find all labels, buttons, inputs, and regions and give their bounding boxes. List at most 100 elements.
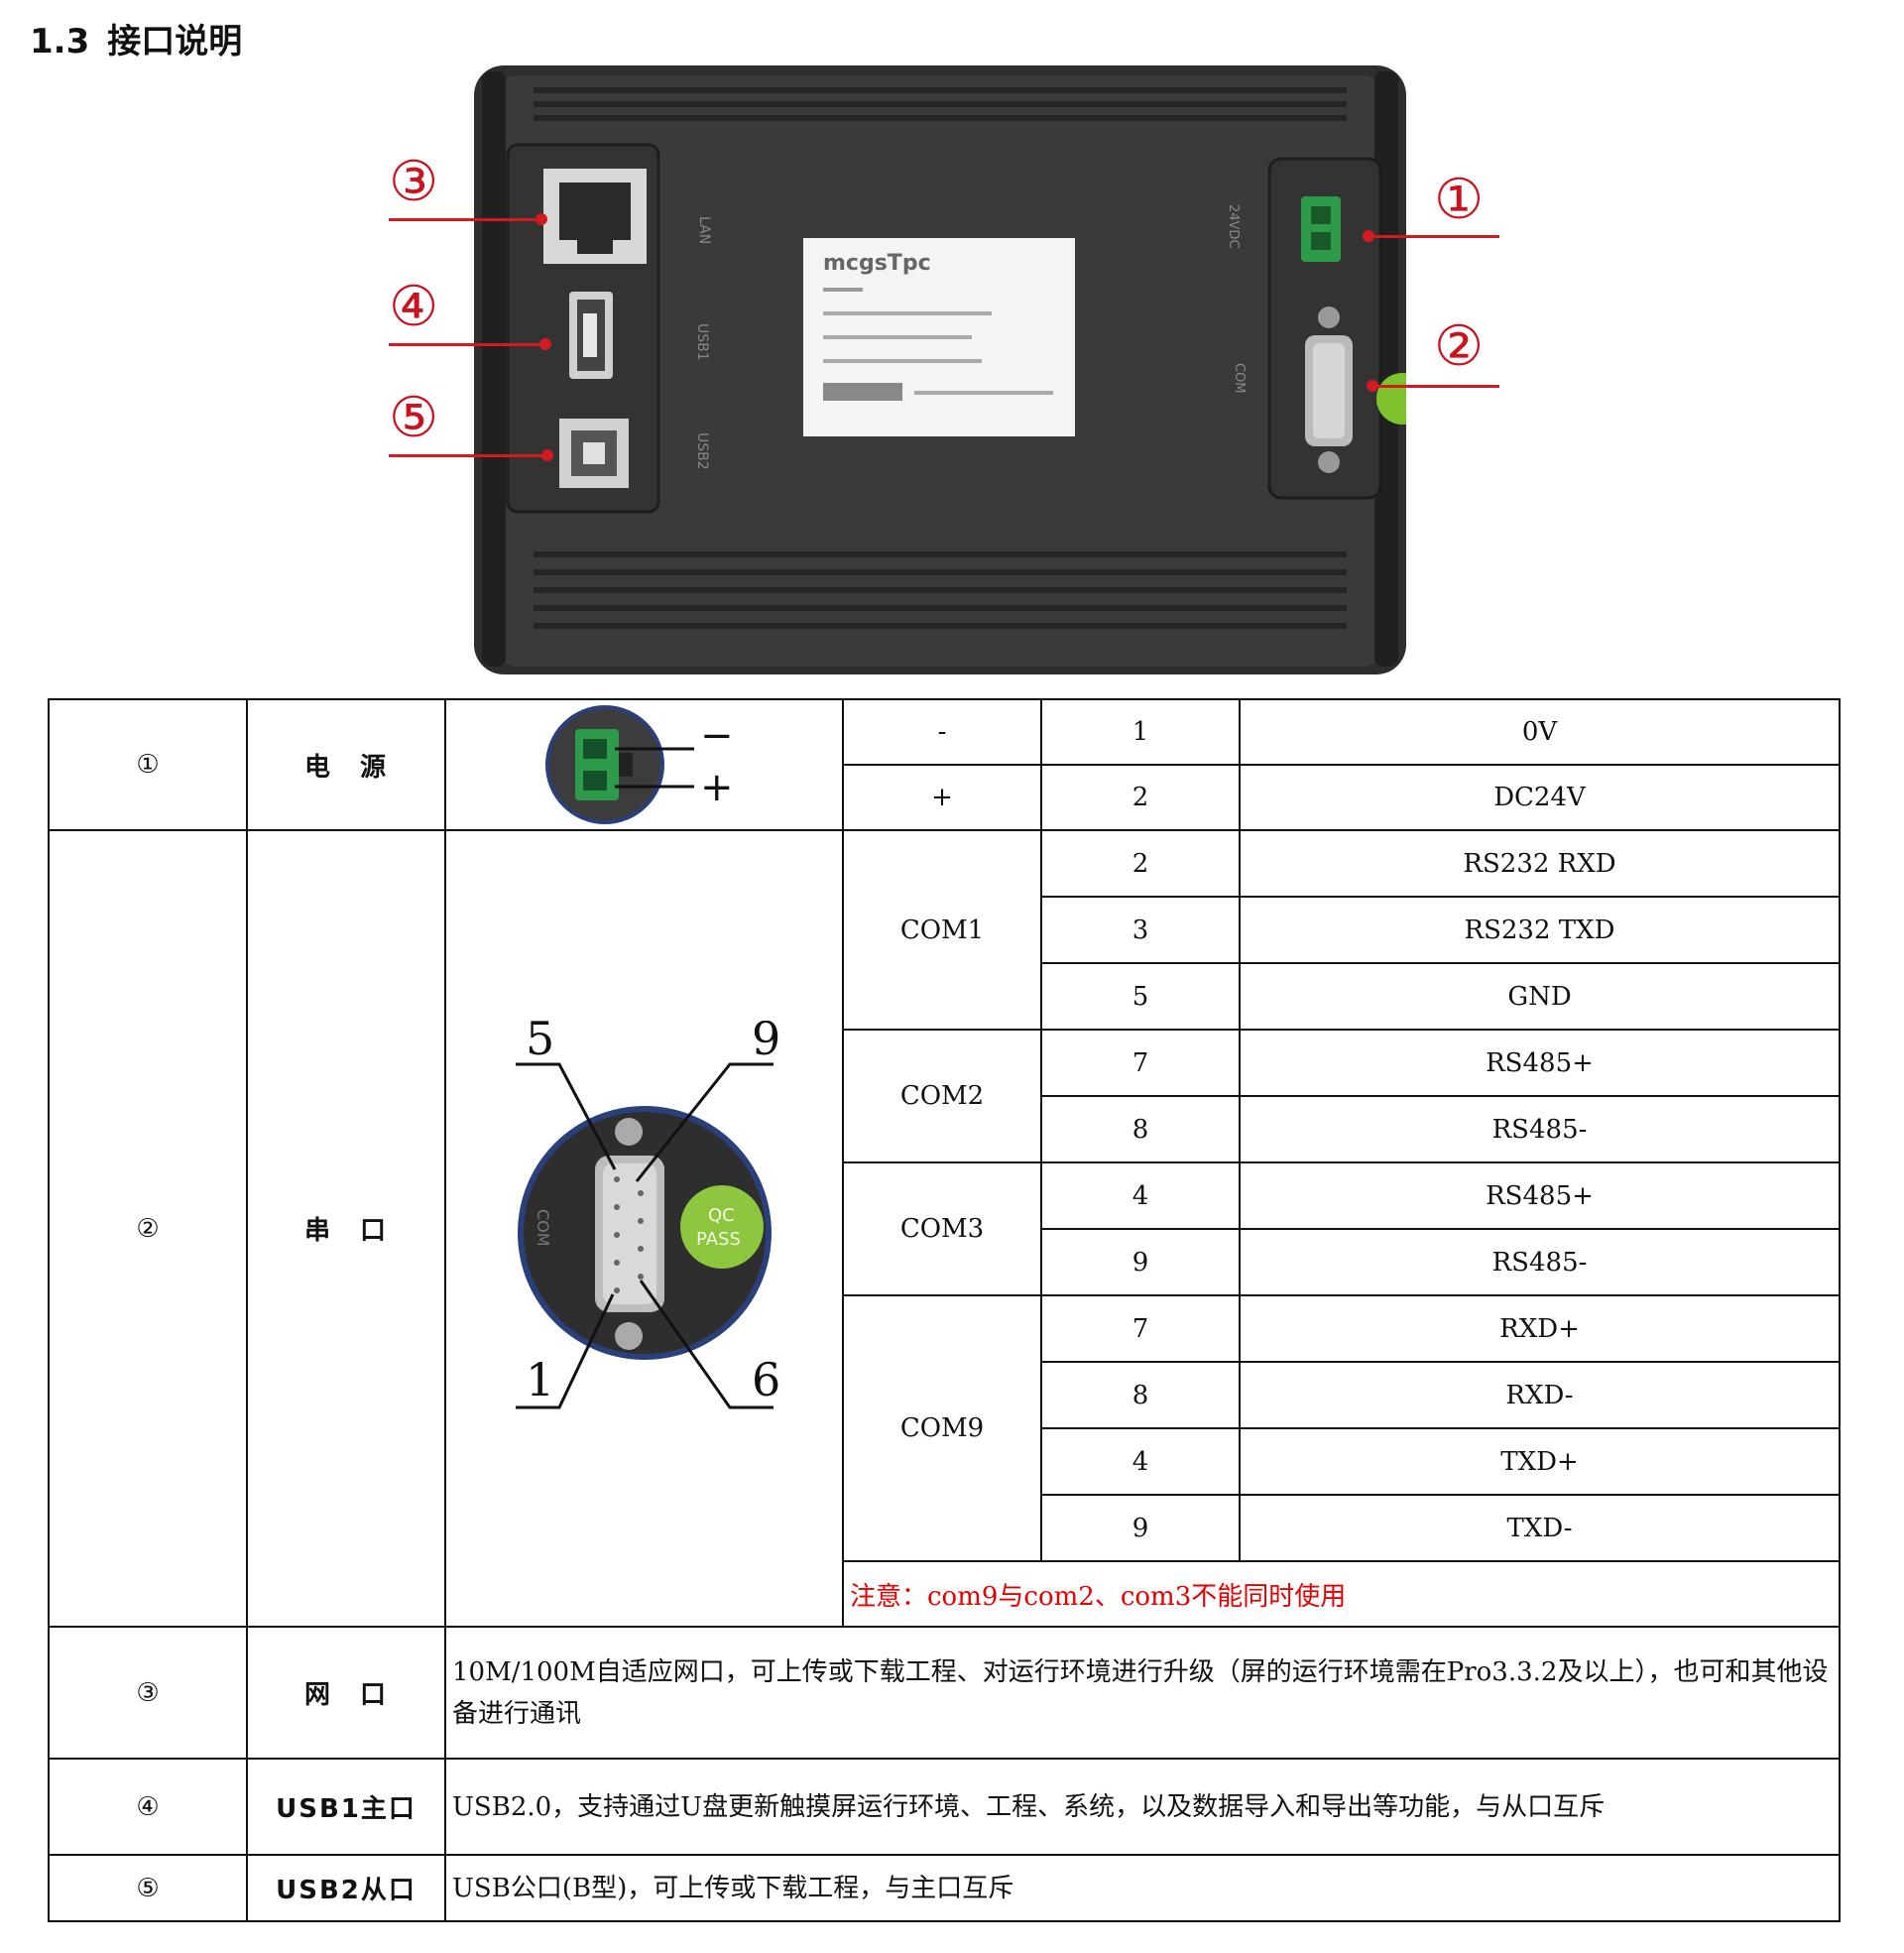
callout-2: ② [1434, 314, 1485, 379]
serial-pin: 2 [1040, 829, 1241, 898]
section-title: 接口说明 [107, 22, 243, 61]
table-row: COM3 4 RS485+ [49, 1161, 1841, 1296]
row-index-serial: ② [48, 829, 248, 1628]
serial-pin: 7 [1040, 1029, 1241, 1097]
com-port-name: COM3 [842, 1161, 1042, 1296]
serial-signal: GND [1239, 962, 1841, 1031]
serial-signal: RXD- [1239, 1361, 1841, 1429]
row-index-lan: ③ [48, 1626, 248, 1760]
serial-pin: 3 [1040, 896, 1241, 964]
db9-com-label: COM [534, 1209, 552, 1247]
db9-pin-6: 6 [752, 1353, 780, 1406]
usb1-label: USB1 [694, 323, 710, 361]
callout-3-leader [389, 218, 541, 221]
serial-pin: 8 [1040, 1361, 1241, 1429]
callout-4-dot [539, 338, 551, 350]
callout-1-dot [1363, 230, 1374, 242]
power-pin: 2 [1040, 764, 1241, 831]
com-label: COM [1232, 363, 1247, 394]
table-row: 3 RS232 TXD [49, 896, 1841, 964]
callout-3: ③ [389, 150, 439, 214]
callout-4-leader [389, 343, 545, 346]
callout-5-leader [389, 454, 547, 457]
row-name-lan: 网 口 [246, 1626, 446, 1760]
power-minus-label: − [700, 713, 734, 759]
device-back-panel-image: LAN USB1 USB2 mcgsTpc 24VDC COM [474, 65, 1406, 674]
table-row: 5 GND [49, 962, 1841, 1031]
serial-signal: RS485- [1239, 1228, 1841, 1296]
db9-pin-9: 9 [752, 1021, 780, 1065]
row-index-power: ① [48, 698, 248, 831]
callout-5: ⑤ [389, 386, 439, 450]
com-port-name: COM9 [842, 1294, 1042, 1562]
row-index-usb1: ④ [48, 1758, 248, 1856]
power-signal: DC24V [1239, 764, 1841, 831]
table-row: 注意：com9与com2、com3不能同时使用 [49, 1560, 1841, 1628]
section-number: 1.3 [30, 22, 90, 61]
serial-signal: RS485+ [1239, 1161, 1841, 1230]
serial-note: 注意：com9与com2、com3不能同时使用 [842, 1560, 1841, 1628]
callout-3-dot [536, 213, 547, 225]
interface-table: ① 电 源 − + - 1 0V + [48, 698, 1841, 1922]
table-row: ③ 网 口 10M/100M自适应网口，可上传或下载工程、对运行环境进行升级（屏… [48, 1626, 1841, 1760]
row-name-usb1: USB1主口 [246, 1758, 446, 1856]
callout-4: ④ [389, 275, 439, 339]
serial-signal: RS232 TXD [1239, 896, 1841, 964]
lan-description: 10M/100M自适应网口，可上传或下载工程、对运行环境进行升级（屏的运行环境需… [444, 1626, 1841, 1760]
table-row: COM9 7 RXD+ [49, 1294, 1841, 1562]
power-sign: - [842, 698, 1042, 766]
db9-pin-1: 1 [526, 1353, 554, 1406]
com-port-name: COM2 [842, 1029, 1042, 1163]
db9-pinout-image: COM QC PASS [444, 829, 844, 1628]
power-sign: + [842, 764, 1042, 831]
serial-pin: 5 [1040, 962, 1241, 1031]
table-row: COM2 7 RS485+ [49, 1029, 1841, 1163]
db9-pin-5: 5 [526, 1021, 554, 1065]
serial-signal: RS232 RXD [1239, 829, 1841, 898]
brand-logo: mcgsTpc [823, 251, 931, 276]
table-row: 8 RS485- [49, 1095, 1841, 1163]
serial-pin: 9 [1040, 1494, 1241, 1562]
usb2-label: USB2 [694, 432, 710, 470]
serial-pin: 4 [1040, 1427, 1241, 1496]
table-row: 9 TXD- [49, 1494, 1841, 1562]
table-row: + 2 DC24V [49, 764, 1841, 831]
row-index-usb2: ⑤ [48, 1854, 248, 1922]
power-plus-label: + [700, 765, 734, 810]
serial-pin: 8 [1040, 1095, 1241, 1163]
callout-5-dot [541, 449, 553, 461]
callout-2-dot [1367, 380, 1378, 392]
serial-signal: RS485+ [1239, 1029, 1841, 1097]
table-row: ① 电 源 − + - 1 0V [48, 698, 1841, 831]
power-label: 24VDC [1226, 204, 1241, 249]
callout-1: ① [1434, 168, 1485, 232]
serial-signal: RS485- [1239, 1095, 1841, 1163]
table-row: ⑤ USB2从口 USB公口(B型)，可上传或下载工程，与主口互斥 [48, 1854, 1841, 1922]
row-name-serial: 串 口 [246, 829, 446, 1628]
usb2-description: USB公口(B型)，可上传或下载工程，与主口互斥 [444, 1854, 1841, 1922]
table-row: ② 串 口 COM QC PAS [48, 829, 1841, 1628]
db9-qc-text: QC [708, 1205, 735, 1226]
row-name-power: 电 源 [246, 698, 446, 831]
serial-pin: 7 [1040, 1294, 1241, 1363]
callout-1-leader [1368, 235, 1499, 238]
serial-pin: 4 [1040, 1161, 1241, 1230]
table-row: 9 RS485- [49, 1228, 1841, 1296]
lan-label: LAN [696, 216, 712, 244]
power-connector-image: − + [444, 698, 844, 831]
serial-signal: TXD+ [1239, 1427, 1841, 1496]
db9-pass-text: PASS [696, 1229, 741, 1250]
usb1-description: USB2.0，支持通过U盘更新触摸屏运行环境、工程、系统，以及数据导入和导出等功… [444, 1758, 1841, 1856]
power-pin: 1 [1040, 698, 1241, 766]
section-heading: 1.3 接口说明 [30, 14, 242, 62]
serial-signal: TXD- [1239, 1494, 1841, 1562]
table-row: ④ USB1主口 USB2.0，支持通过U盘更新触摸屏运行环境、工程、系统，以及… [48, 1758, 1841, 1856]
power-signal: 0V [1239, 698, 1841, 766]
com-port-name: COM1 [842, 829, 1042, 1031]
callout-2-leader [1372, 385, 1499, 388]
serial-pin: 9 [1040, 1228, 1241, 1296]
table-row: 8 RXD- [49, 1361, 1841, 1429]
table-row: 4 TXD+ [49, 1427, 1841, 1496]
serial-signal: RXD+ [1239, 1294, 1841, 1363]
row-name-usb2: USB2从口 [246, 1854, 446, 1922]
